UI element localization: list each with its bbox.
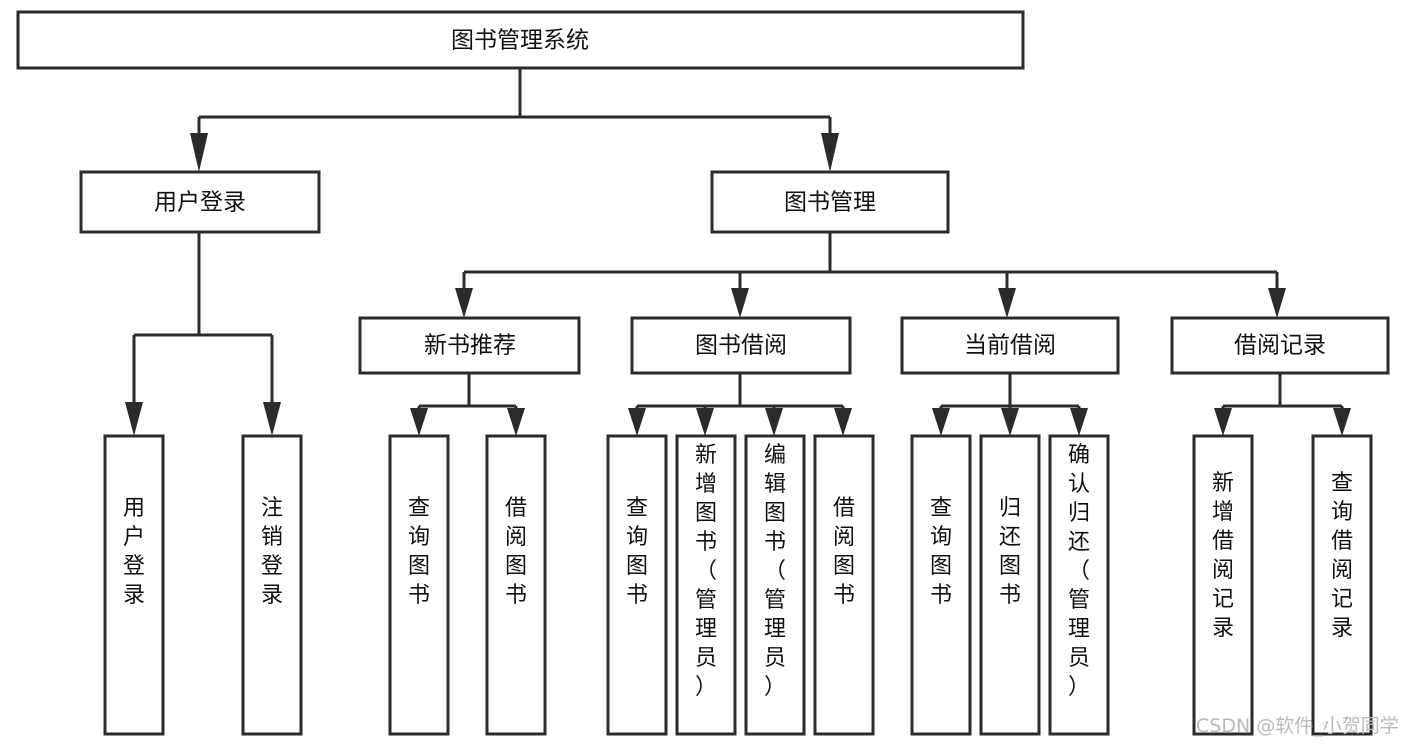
node-leaf-user-login-label: 用户登录 bbox=[123, 496, 145, 608]
node-root-box[interactable] bbox=[16, 10, 1025, 70]
arrow-to-leaf-add-book-icon bbox=[696, 408, 714, 436]
node-new-book-recommend[interactable]: 新书推荐 bbox=[358, 316, 581, 375]
node-borrow-record-box[interactable] bbox=[1170, 316, 1390, 375]
node-leaf-borrow-book-2-box[interactable] bbox=[813, 434, 875, 736]
node-leaf-borrow-book-2[interactable]: 借阅图书 bbox=[813, 434, 875, 736]
node-current-borrow-label: 当前借阅 bbox=[964, 333, 1056, 359]
node-book-borrow-box[interactable] bbox=[630, 316, 852, 375]
arrow-to-borrow-record-icon bbox=[1268, 288, 1286, 318]
node-leaf-edit-book[interactable]: 编辑图书（管理员） bbox=[744, 434, 806, 736]
node-leaf-logout-login-box[interactable] bbox=[241, 434, 303, 736]
node-user-login[interactable]: 用户登录 bbox=[79, 170, 321, 234]
arrow-to-leaf-query-borrow-record-icon bbox=[1333, 408, 1351, 436]
node-leaf-user-login-box[interactable] bbox=[103, 434, 165, 736]
arrow-to-book-manage-icon bbox=[821, 133, 839, 172]
arrow-to-user-login-icon bbox=[190, 133, 208, 172]
node-book-manage-box[interactable] bbox=[710, 170, 950, 234]
arrow-to-leaf-query-book-3-icon bbox=[932, 408, 950, 436]
connectors-layer bbox=[125, 69, 1351, 436]
node-leaf-query-book-3-box[interactable] bbox=[910, 434, 972, 736]
node-book-manage-label: 图书管理 bbox=[784, 190, 876, 216]
node-root[interactable]: 图书管理系统 bbox=[16, 10, 1025, 70]
arrow-to-leaf-confirm-return-icon bbox=[1070, 408, 1088, 436]
node-leaf-add-book-label: 新增图书（管理员） bbox=[695, 443, 717, 700]
node-borrow-record-label: 借阅记录 bbox=[1234, 333, 1326, 359]
node-leaf-query-book-1-box[interactable] bbox=[388, 434, 450, 736]
node-leaf-add-borrow-record[interactable]: 新增借阅记录 bbox=[1192, 434, 1254, 736]
node-leaf-user-login[interactable]: 用户登录 bbox=[103, 434, 165, 736]
node-leaf-query-book-2-label: 查询图书 bbox=[626, 496, 648, 608]
node-book-borrow[interactable]: 图书借阅 bbox=[630, 316, 852, 375]
node-book-manage[interactable]: 图书管理 bbox=[710, 170, 950, 234]
arrow-to-leaf-user-login-icon bbox=[125, 402, 143, 436]
node-leaf-query-book-1-label: 查询图书 bbox=[408, 496, 430, 608]
node-leaf-borrow-book-1-box[interactable] bbox=[485, 434, 547, 736]
arrow-to-leaf-add-borrow-record-icon bbox=[1214, 408, 1232, 436]
node-leaf-borrow-book-1-label: 借阅图书 bbox=[505, 496, 527, 608]
node-leaf-borrow-book-1[interactable]: 借阅图书 bbox=[485, 434, 547, 736]
arrow-to-leaf-query-book-2-icon bbox=[628, 408, 646, 436]
node-leaf-return-book[interactable]: 归还图书 bbox=[979, 434, 1041, 736]
node-current-borrow[interactable]: 当前借阅 bbox=[900, 316, 1120, 375]
arrow-to-book-borrow-icon bbox=[731, 288, 749, 318]
node-leaf-query-book-2-box[interactable] bbox=[606, 434, 668, 736]
arrow-to-leaf-borrow-book-1-icon bbox=[507, 408, 525, 436]
node-leaf-query-book-2[interactable]: 查询图书 bbox=[606, 434, 668, 736]
node-leaf-add-borrow-record-label: 新增借阅记录 bbox=[1212, 471, 1234, 641]
node-leaf-borrow-book-2-label: 借阅图书 bbox=[833, 496, 855, 608]
leaf-nodes-layer: 用户登录 注销登录 查询图书 借阅图书 查询图书 新增图书（管理员） bbox=[103, 434, 1373, 736]
node-leaf-confirm-return-label: 确认归还（管理员） bbox=[1068, 443, 1090, 700]
node-leaf-confirm-return[interactable]: 确认归还（管理员） bbox=[1048, 434, 1110, 736]
arrow-to-leaf-return-book-icon bbox=[1001, 408, 1019, 436]
node-leaf-edit-book-box[interactable] bbox=[744, 434, 806, 736]
node-new-book-recommend-box[interactable] bbox=[358, 316, 581, 375]
node-leaf-query-borrow-record[interactable]: 查询借阅记录 bbox=[1311, 434, 1373, 736]
node-leaf-add-borrow-record-box[interactable] bbox=[1192, 434, 1254, 736]
node-borrow-record[interactable]: 借阅记录 bbox=[1170, 316, 1390, 375]
node-leaf-logout-login[interactable]: 注销登录 bbox=[241, 434, 303, 736]
node-leaf-query-book-1[interactable]: 查询图书 bbox=[388, 434, 450, 736]
arrow-to-leaf-borrow-book-2-icon bbox=[834, 408, 852, 436]
node-leaf-return-book-box[interactable] bbox=[979, 434, 1041, 736]
csdn-watermark: CSDN @软件_小贺同学 bbox=[1196, 715, 1399, 737]
node-current-borrow-box[interactable] bbox=[900, 316, 1120, 375]
arrow-to-new-book-recommend-icon bbox=[455, 288, 473, 318]
node-user-login-box[interactable] bbox=[79, 170, 321, 234]
arrow-to-current-borrow-icon bbox=[998, 288, 1016, 318]
node-leaf-query-borrow-record-label: 查询借阅记录 bbox=[1331, 471, 1353, 641]
node-leaf-query-borrow-record-box[interactable] bbox=[1311, 434, 1373, 736]
node-leaf-add-book[interactable]: 新增图书（管理员） bbox=[675, 434, 737, 736]
node-leaf-query-book-3-label: 查询图书 bbox=[930, 496, 952, 608]
node-leaf-query-book-3[interactable]: 查询图书 bbox=[910, 434, 972, 736]
node-user-login-label: 用户登录 bbox=[154, 190, 246, 216]
node-leaf-return-book-label: 归还图书 bbox=[999, 496, 1021, 608]
node-leaf-logout-login-label: 注销登录 bbox=[261, 496, 283, 608]
node-book-borrow-label: 图书借阅 bbox=[695, 333, 787, 359]
arrow-to-leaf-query-book-1-icon bbox=[410, 408, 428, 436]
arrow-to-leaf-edit-book-icon bbox=[765, 408, 783, 436]
node-new-book-recommend-label: 新书推荐 bbox=[424, 333, 516, 359]
arrow-to-leaf-logout-login-icon bbox=[263, 402, 281, 436]
node-leaf-add-book-box[interactable] bbox=[675, 434, 737, 736]
node-leaf-confirm-return-box[interactable] bbox=[1048, 434, 1110, 736]
node-leaf-edit-book-label: 编辑图书（管理员） bbox=[764, 443, 786, 700]
node-root-label: 图书管理系统 bbox=[451, 28, 589, 54]
